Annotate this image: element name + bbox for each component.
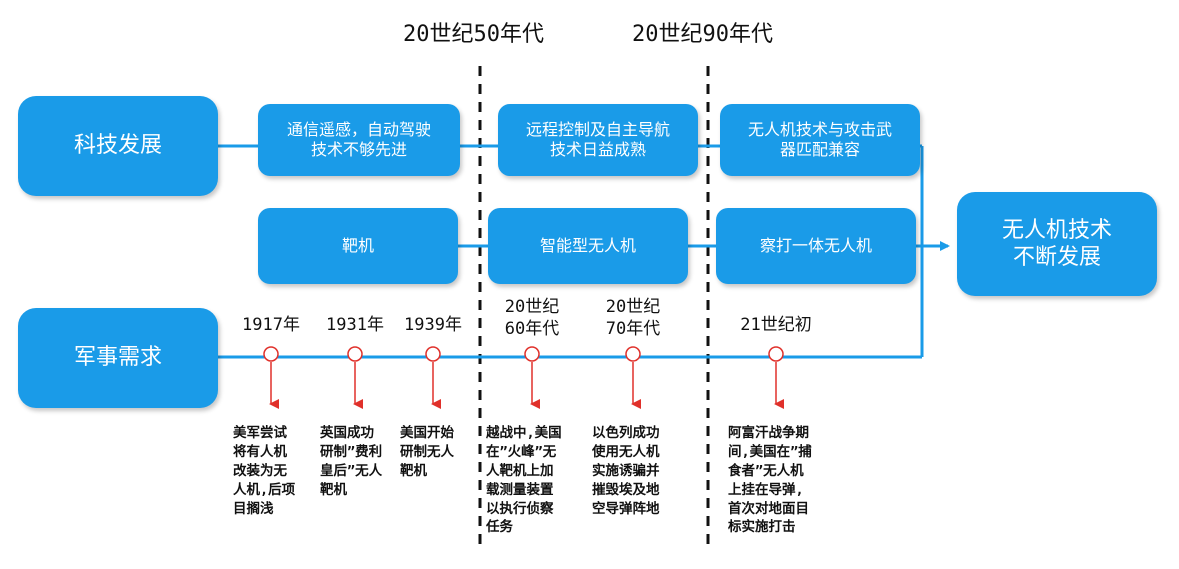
- drone-type-smart: 智能型无人机: [488, 208, 688, 284]
- marker-2000s: [768, 346, 784, 362]
- year-label-1960s: 20世纪 60年代: [504, 297, 560, 340]
- event-text-2000s: 阿富汗战争期 间,美国在”捕 食者”无人机 上挂在导弹, 首次对地面目 标实施打…: [728, 425, 812, 536]
- marker-1917: [263, 346, 279, 362]
- tech-stage-box-1: 通信遥感，自动驾驶 技术不够先进: [258, 104, 460, 176]
- drone-type-target: 靶机: [258, 208, 458, 284]
- event-text-1917: 美军尝试 将有人机 改装为无 人机,后项 目搁浅: [233, 425, 296, 517]
- military-demand-box: 军事需求: [18, 308, 218, 408]
- year-label-1931: 1931年: [326, 315, 384, 335]
- year-label-1939: 1939年: [404, 315, 462, 335]
- tech-stage-box-3: 无人机技术与攻击武 器匹配兼容: [720, 104, 920, 176]
- era-label-90s: 20世纪90年代: [632, 22, 773, 47]
- era-label-50s: 20世纪50年代: [403, 22, 544, 47]
- event-text-1960s: 越战中,美国 在”火峰”无 人靶机上加 载测量装置 以执行侦察 任务: [486, 425, 562, 536]
- year-label-1970s: 20世纪 70年代: [605, 297, 661, 340]
- marker-1931: [347, 346, 363, 362]
- timeline-markers: [263, 346, 784, 409]
- tech-stage-box-2: 远程控制及自主导航 技术日益成熟: [498, 104, 698, 176]
- event-text-1939: 美国开始 研制无人 靶机: [400, 425, 454, 479]
- event-text-1970s: 以色列成功 使用无人机 实施诱骗并 摧毁埃及地 空导弹阵地: [592, 425, 660, 517]
- marker-1939: [425, 346, 441, 362]
- marker-1960s: [524, 346, 540, 362]
- event-text-1931: 英国成功 研制”费利 皇后”无人 靶机: [320, 425, 383, 498]
- drone-type-strike: 察打一体无人机: [716, 208, 916, 284]
- result-box: 无人机技术 不断发展: [957, 192, 1157, 296]
- year-label-1917: 1917年: [242, 315, 300, 335]
- tech-development-box: 科技发展: [18, 96, 218, 196]
- marker-1970s: [625, 346, 641, 362]
- year-label-2000s: 21世纪初: [740, 315, 812, 335]
